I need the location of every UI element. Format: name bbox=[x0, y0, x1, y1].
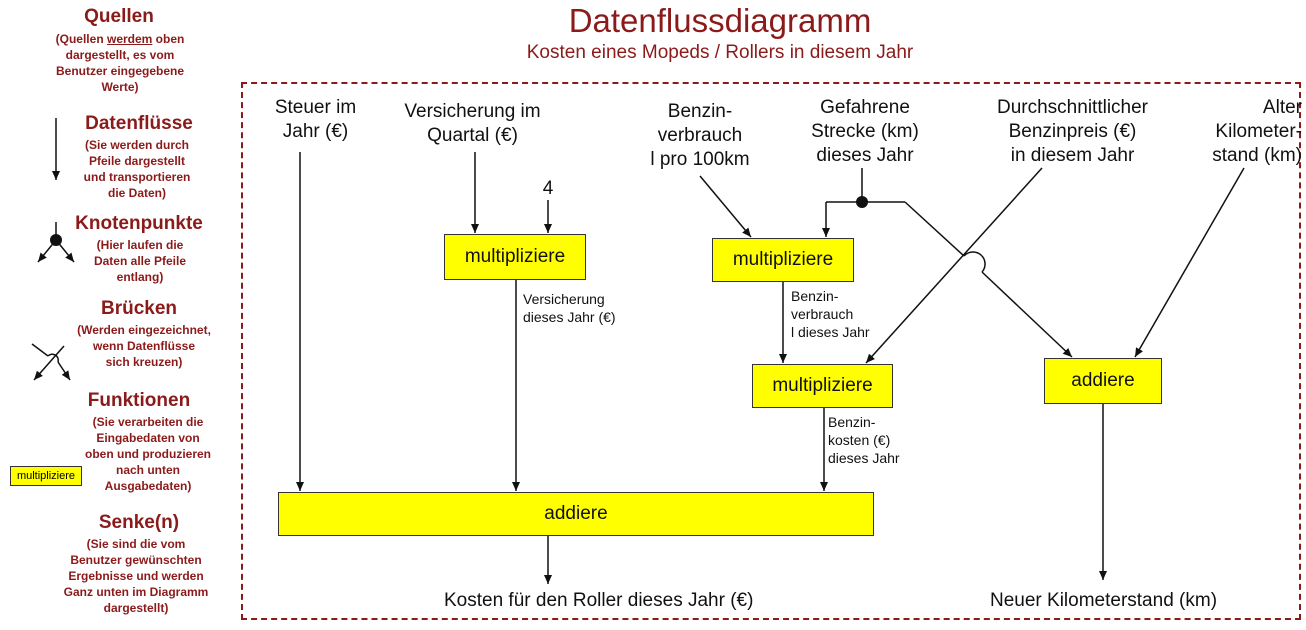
arrow-strecke-diagonal-a bbox=[904, 201, 965, 257]
source-versicherung: Versicherung im Quartal (€) bbox=[404, 101, 541, 146]
source-constant-four: 4 bbox=[542, 178, 554, 199]
function-multiply-versicherung: multipliziere bbox=[444, 234, 586, 280]
legend-quellen-desc-pre: (Quellen bbox=[55, 32, 107, 46]
function-multiply-verbrauch: multipliziere bbox=[712, 238, 854, 282]
flow-label-verbrauch-jahr: Benzin- verbrauch l dieses Jahr bbox=[791, 288, 870, 340]
legend-bruecken-title: Brücken bbox=[100, 298, 178, 319]
legend-funktionen-title: Funktionen bbox=[87, 390, 191, 411]
arrow-km-alt-to-add bbox=[1134, 167, 1245, 358]
legend-quellen-desc-post: oben dargestellt, es vom Benutzer eingeg… bbox=[55, 32, 185, 94]
diagram-frame bbox=[241, 82, 1301, 620]
legend-bridge-icon bbox=[31, 343, 71, 381]
legend-funktionen-desc: (Sie verarbeiten die Eingabedaten von ob… bbox=[85, 415, 211, 493]
source-steuer: Steuer im Jahr (€) bbox=[274, 97, 357, 142]
legend-senken-title: Senke(n) bbox=[98, 512, 180, 533]
flow-label-benzinkosten: Benzin- kosten (€) dieses Jahr bbox=[828, 414, 900, 466]
flow-label-versicherung-jahr: Versicherung dieses Jahr (€) bbox=[523, 291, 616, 325]
legend-quellen-title: Quellen bbox=[84, 6, 154, 27]
legend-funktionen-example-box: multipliziere bbox=[10, 466, 82, 486]
legend-datenfluesse-desc: (Sie werden durch Pfeile dargestellt und… bbox=[83, 138, 191, 200]
source-km-alt: Alter Kilometer- stand (km) bbox=[1212, 97, 1302, 166]
source-benzinpreis: Durchschnittlicher Benzinpreis (€) in di… bbox=[997, 97, 1148, 166]
legend-knotenpunkte-title: Knotenpunkte bbox=[75, 213, 203, 234]
diagram-title: Datenflussdiagramm bbox=[568, 2, 872, 39]
sink-kosten: Kosten für den Roller dieses Jahr (€) bbox=[444, 590, 754, 611]
legend-quellen-desc-underlined: werdem bbox=[106, 32, 153, 46]
arrow-benzinpreis-to-multiply bbox=[865, 167, 1043, 364]
node-strecke bbox=[856, 196, 868, 208]
function-multiply-kosten: multipliziere bbox=[752, 364, 893, 408]
sink-km-neu: Neuer Kilometerstand (km) bbox=[990, 590, 1218, 611]
legend-knotenpunkte-desc: (Hier laufen die Daten alle Pfeile entla… bbox=[93, 238, 187, 284]
function-add-kilometer: addiere bbox=[1044, 358, 1162, 404]
legend-bruecken-desc: (Werden eingezeichnet, wenn Datenflüsse … bbox=[77, 323, 211, 369]
legend-node-dot bbox=[50, 234, 62, 246]
legend-panel: Quellen (Quellen werdem oben dargestellt… bbox=[0, 0, 238, 630]
legend-senken-desc: (Sie sind die vom Benutzer gewünschten E… bbox=[63, 537, 209, 615]
function-add-total: addiere bbox=[278, 492, 874, 536]
legend-datenfluesse-title: Datenflüsse bbox=[85, 113, 193, 134]
arrow-verbrauch-to-multiply bbox=[699, 175, 752, 238]
bridge-arc bbox=[963, 251, 986, 273]
arrow-strecke-to-add-km bbox=[981, 271, 1073, 358]
legend-quellen-desc: (Quellen werdem oben dargestellt, es vom… bbox=[40, 31, 200, 95]
source-verbrauch: Benzin- verbrauch l pro 100km bbox=[650, 101, 750, 170]
diagram-subtitle: Kosten eines Mopeds / Rollers in diesem … bbox=[526, 42, 914, 63]
source-strecke: Gefahrene Strecke (km) dieses Jahr bbox=[811, 97, 919, 166]
